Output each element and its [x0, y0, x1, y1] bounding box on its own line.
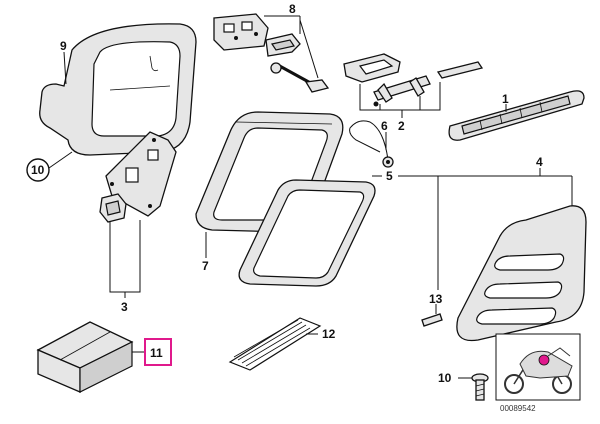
callout-2: 2: [398, 119, 405, 133]
part-8-pin[interactable]: [270, 62, 330, 93]
callout-10-circled: 10: [26, 158, 50, 182]
inset-highlight-marker: [538, 354, 550, 366]
part-10-screw[interactable]: [471, 373, 489, 401]
callout-13: 13: [429, 292, 443, 306]
gasket-frame[interactable]: [238, 179, 376, 287]
callout-6: 6: [381, 119, 388, 133]
part-12-label[interactable]: [228, 317, 322, 371]
part-8-latch[interactable]: [265, 33, 301, 57]
callout-11-highlight[interactable]: [144, 338, 172, 366]
callout-10: 10: [438, 371, 452, 385]
callout-8: 8: [289, 2, 296, 16]
part-13-pin[interactable]: [421, 313, 443, 327]
svg-text:10: 10: [31, 163, 45, 177]
part-2-lock-strip[interactable]: [436, 61, 484, 79]
image-reference-number: 00089542: [500, 404, 536, 413]
callout-4: 4: [536, 155, 543, 169]
part-2-lock-plate[interactable]: [343, 53, 401, 83]
callout-11: 11: [150, 346, 163, 360]
leader-2: [359, 82, 441, 111]
part-2-screw[interactable]: [373, 101, 379, 107]
leader-10-circled: [48, 151, 73, 169]
motorcycle-inset: [495, 333, 581, 401]
part-3-clip[interactable]: [99, 193, 127, 223]
callout-9: 9: [60, 39, 67, 53]
part-11-box[interactable]: [36, 321, 134, 393]
callout-7: 7: [202, 259, 209, 273]
callout-1: 1: [502, 92, 509, 106]
leader-8-c: [299, 19, 319, 79]
part-1-light-bar[interactable]: [448, 90, 585, 141]
part-6-cable[interactable]: [349, 120, 394, 168]
part-8-bracket[interactable]: [213, 13, 269, 51]
leader-9: [63, 51, 67, 85]
part-9-case-panel[interactable]: [39, 23, 197, 156]
part-4-outer-panel[interactable]: [456, 205, 587, 342]
callout-12: 12: [322, 327, 336, 341]
part-2-lock-rod[interactable]: [373, 75, 431, 103]
callout-5: 5: [386, 169, 393, 183]
callout-3: 3: [121, 300, 128, 314]
leader-3: [109, 220, 141, 293]
